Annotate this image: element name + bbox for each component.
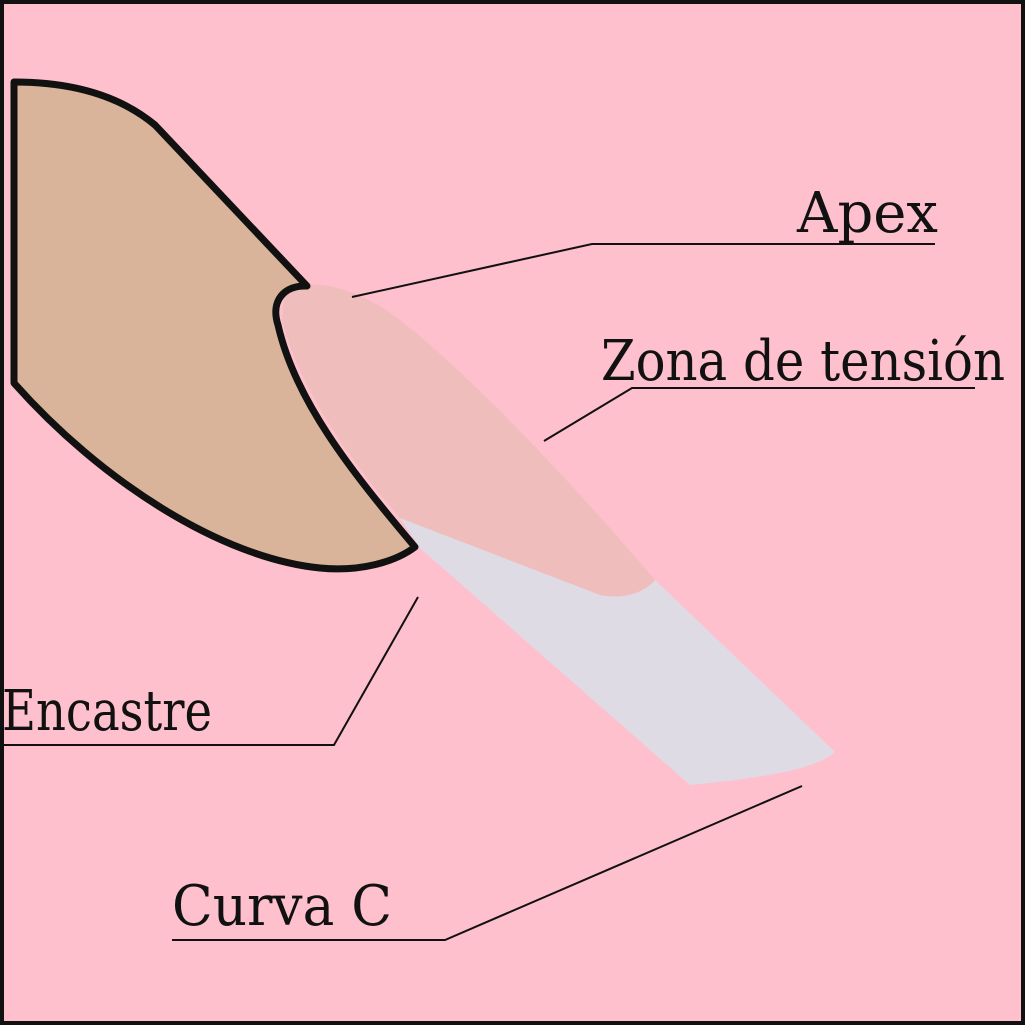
nail-plate: [282, 284, 655, 597]
encastre-label: Encastre: [2, 679, 212, 744]
apex-leader-line: [351, 243, 935, 298]
finger-skin: [10, 78, 419, 573]
nail-free-edge: [400, 518, 835, 785]
apex-label: Apex: [796, 181, 938, 246]
curva-c-leader-line: [172, 785, 803, 941]
zona-tension-label: Zona de tensión: [601, 329, 1005, 394]
zona-tension-leader-line: [543, 387, 975, 442]
curva-c-label: Curva C: [172, 874, 392, 939]
encastre-leader-line: [0, 596, 419, 746]
